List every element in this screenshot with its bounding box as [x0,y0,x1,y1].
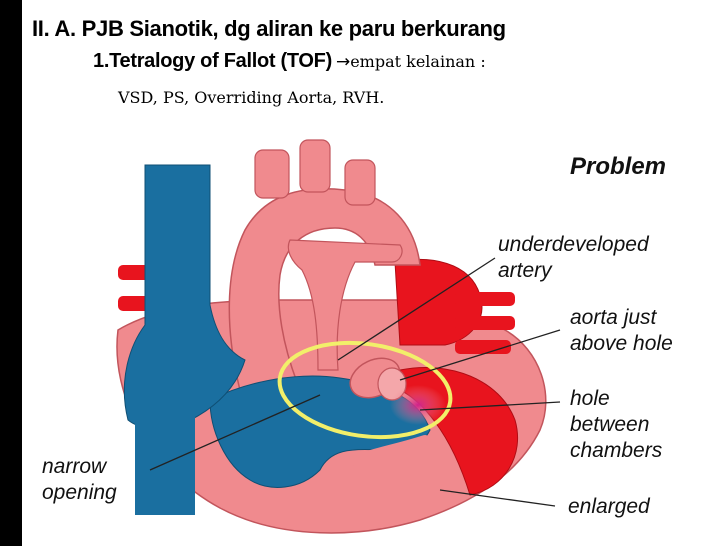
septum [325,435,430,475]
slide-subheading: 1.Tetralogy of Fallot (TOF)→empat kelain… [93,50,486,73]
slide-left-bar [0,0,22,546]
label-hole-between-chambers: hole between chambers [570,386,662,464]
subheading-description: empat kelainan : [350,52,486,71]
aortic-arch [228,188,421,391]
label-aorta-above-hole: aorta just above hole [570,305,673,357]
callout-underdeveloped [337,257,496,361]
aortic-branch-1 [254,149,290,199]
label-line: underdeveloped [498,233,649,256]
pulmonary-vein-3 [455,340,511,354]
arrow-right-icon: → [335,52,351,72]
ventricular-septal-defect [390,385,446,425]
label-enlarged: enlarged [568,495,650,518]
aortic-branch-2 [299,139,331,193]
label-line: between [570,413,650,436]
pulmonary-vein-1 [455,292,515,306]
label-line: above hole [570,332,673,355]
label-line: aorta just [570,306,657,329]
subheading-title: 1.Tetralogy of Fallot (TOF) [93,50,332,72]
slide-heading: II. A. PJB Sianotik, dg aliran ke paru b… [32,16,506,41]
label-line: chambers [570,439,663,462]
label-line: opening [42,481,117,504]
pulmonary-trunk [287,239,403,371]
label-line: hole [570,387,610,410]
callout-narrow [149,394,321,471]
label-narrow-opening: narrow opening [42,454,117,506]
slide-subline: VSD, PS, Overriding Aorta, RVH. [118,88,385,107]
label-underdeveloped-artery: underdeveloped artery [498,232,649,284]
label-line: narrow [42,455,107,478]
callout-hole [419,401,561,411]
figure-title: Problem [570,153,667,180]
callout-aorta [399,329,561,381]
pulmonary-vein-2 [455,316,515,330]
aortic-branch-3 [344,159,376,206]
callout-enlarged [439,489,556,507]
vena-cava-lower [135,395,195,515]
label-line: artery [498,259,552,282]
highlight-ring [277,340,453,440]
